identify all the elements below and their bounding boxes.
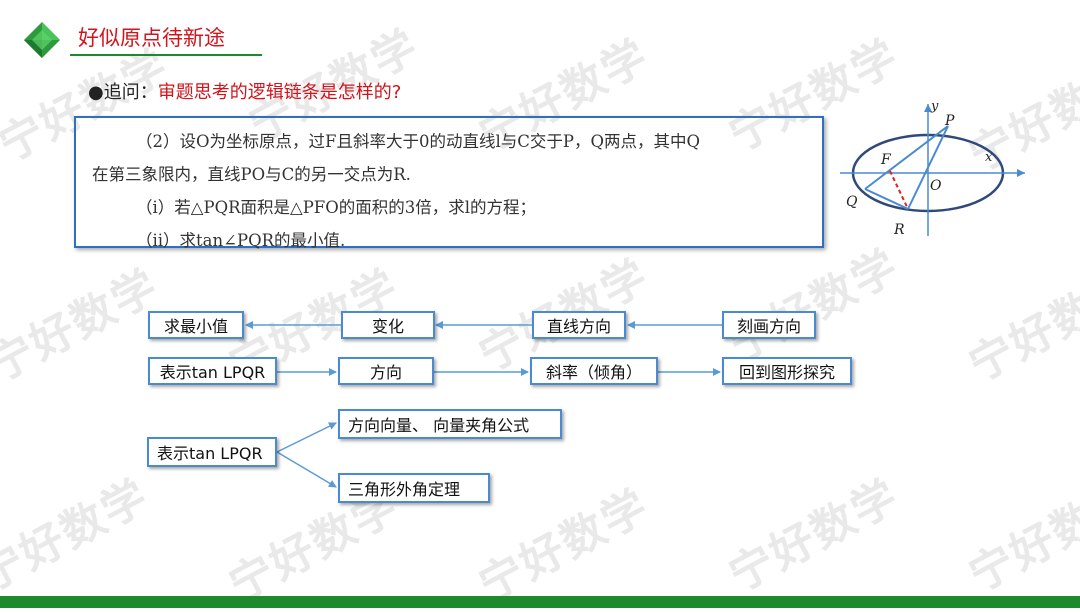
label-F: F (880, 152, 892, 168)
flow-box-express-tan-branch: 表示tan LPQR (147, 437, 277, 467)
flow-box-back-to-figure: 回到图形探究 (722, 357, 852, 385)
watermark: 宁好数学 (0, 260, 168, 392)
flow-box-min-value: 求最小值 (148, 311, 244, 339)
ellipse-diagram: y x P F O Q R (840, 99, 1025, 238)
flow-box-direction: 方向 (338, 357, 434, 385)
y-axis-arrow (924, 104, 932, 112)
watermark: 宁好数学 (0, 470, 158, 602)
problem-statement: （2）设O为坐标原点，过F且斜率大于0的动直线l与C交于P，Q两点，其中Q 在第… (74, 116, 824, 250)
flow-box-express-tan: 表示tan LPQR (148, 357, 277, 385)
label-O: O (930, 178, 942, 194)
question-text: 审题思考的逻辑链条是怎样的? (157, 82, 402, 103)
watermark: 宁好数学 (720, 470, 908, 602)
dashed-FR (889, 170, 909, 210)
flow-box-line-direction: 直线方向 (532, 311, 626, 339)
label-Q: Q (846, 194, 858, 210)
diamond-logo-icon (24, 22, 60, 58)
flow-box-slope: 斜率（倾角） (530, 357, 658, 385)
x-axis-arrow (1017, 169, 1025, 177)
arrow-branch-up (276, 422, 337, 453)
question-prefix: 追问： (103, 82, 158, 103)
page-title: 好似原点待新途 (78, 26, 225, 50)
watermark: 宁好数学 (960, 470, 1080, 602)
label-R: R (893, 222, 905, 238)
flow-box-change: 变化 (341, 311, 435, 339)
flow-box-vector-method: 方向向量、 向量夹角公式 (338, 409, 562, 439)
line-QR (864, 188, 909, 210)
problem-line-2: 在第三象限内，直线PO与C的另一交点为R. (92, 165, 411, 184)
footer-bar (0, 596, 1080, 608)
problem-line-1: （2）设O为坐标原点，过F且斜率大于0的动直线l与C交于P，Q两点，其中Q (136, 132, 701, 151)
flow-box-describe-direction: 刻画方向 (722, 311, 816, 339)
label-y: y (930, 99, 939, 114)
flow-box-exterior-angle: 三角形外角定理 (338, 473, 490, 503)
watermark: 宁好数学 (470, 480, 658, 612)
watermark: 宁好数学 (960, 260, 1080, 392)
label-P: P (944, 113, 955, 129)
line-PR (907, 125, 949, 210)
arrow-branch-down (276, 451, 337, 488)
follow-up-question: ●追问：审题思考的逻辑链条是怎样的? (88, 78, 401, 104)
problem-line-3: （ⅰ）若△PQR面积是△PFO的面积的3倍，求l的方程； (136, 198, 537, 217)
watermark: 宁好数学 (720, 240, 908, 372)
label-x: x (985, 150, 993, 165)
bullet: ● (88, 82, 104, 103)
line-QP (864, 125, 949, 190)
title-underline (70, 54, 262, 56)
problem-line-4: （ⅱ）求tan∠PQR的最小值. (136, 231, 346, 250)
